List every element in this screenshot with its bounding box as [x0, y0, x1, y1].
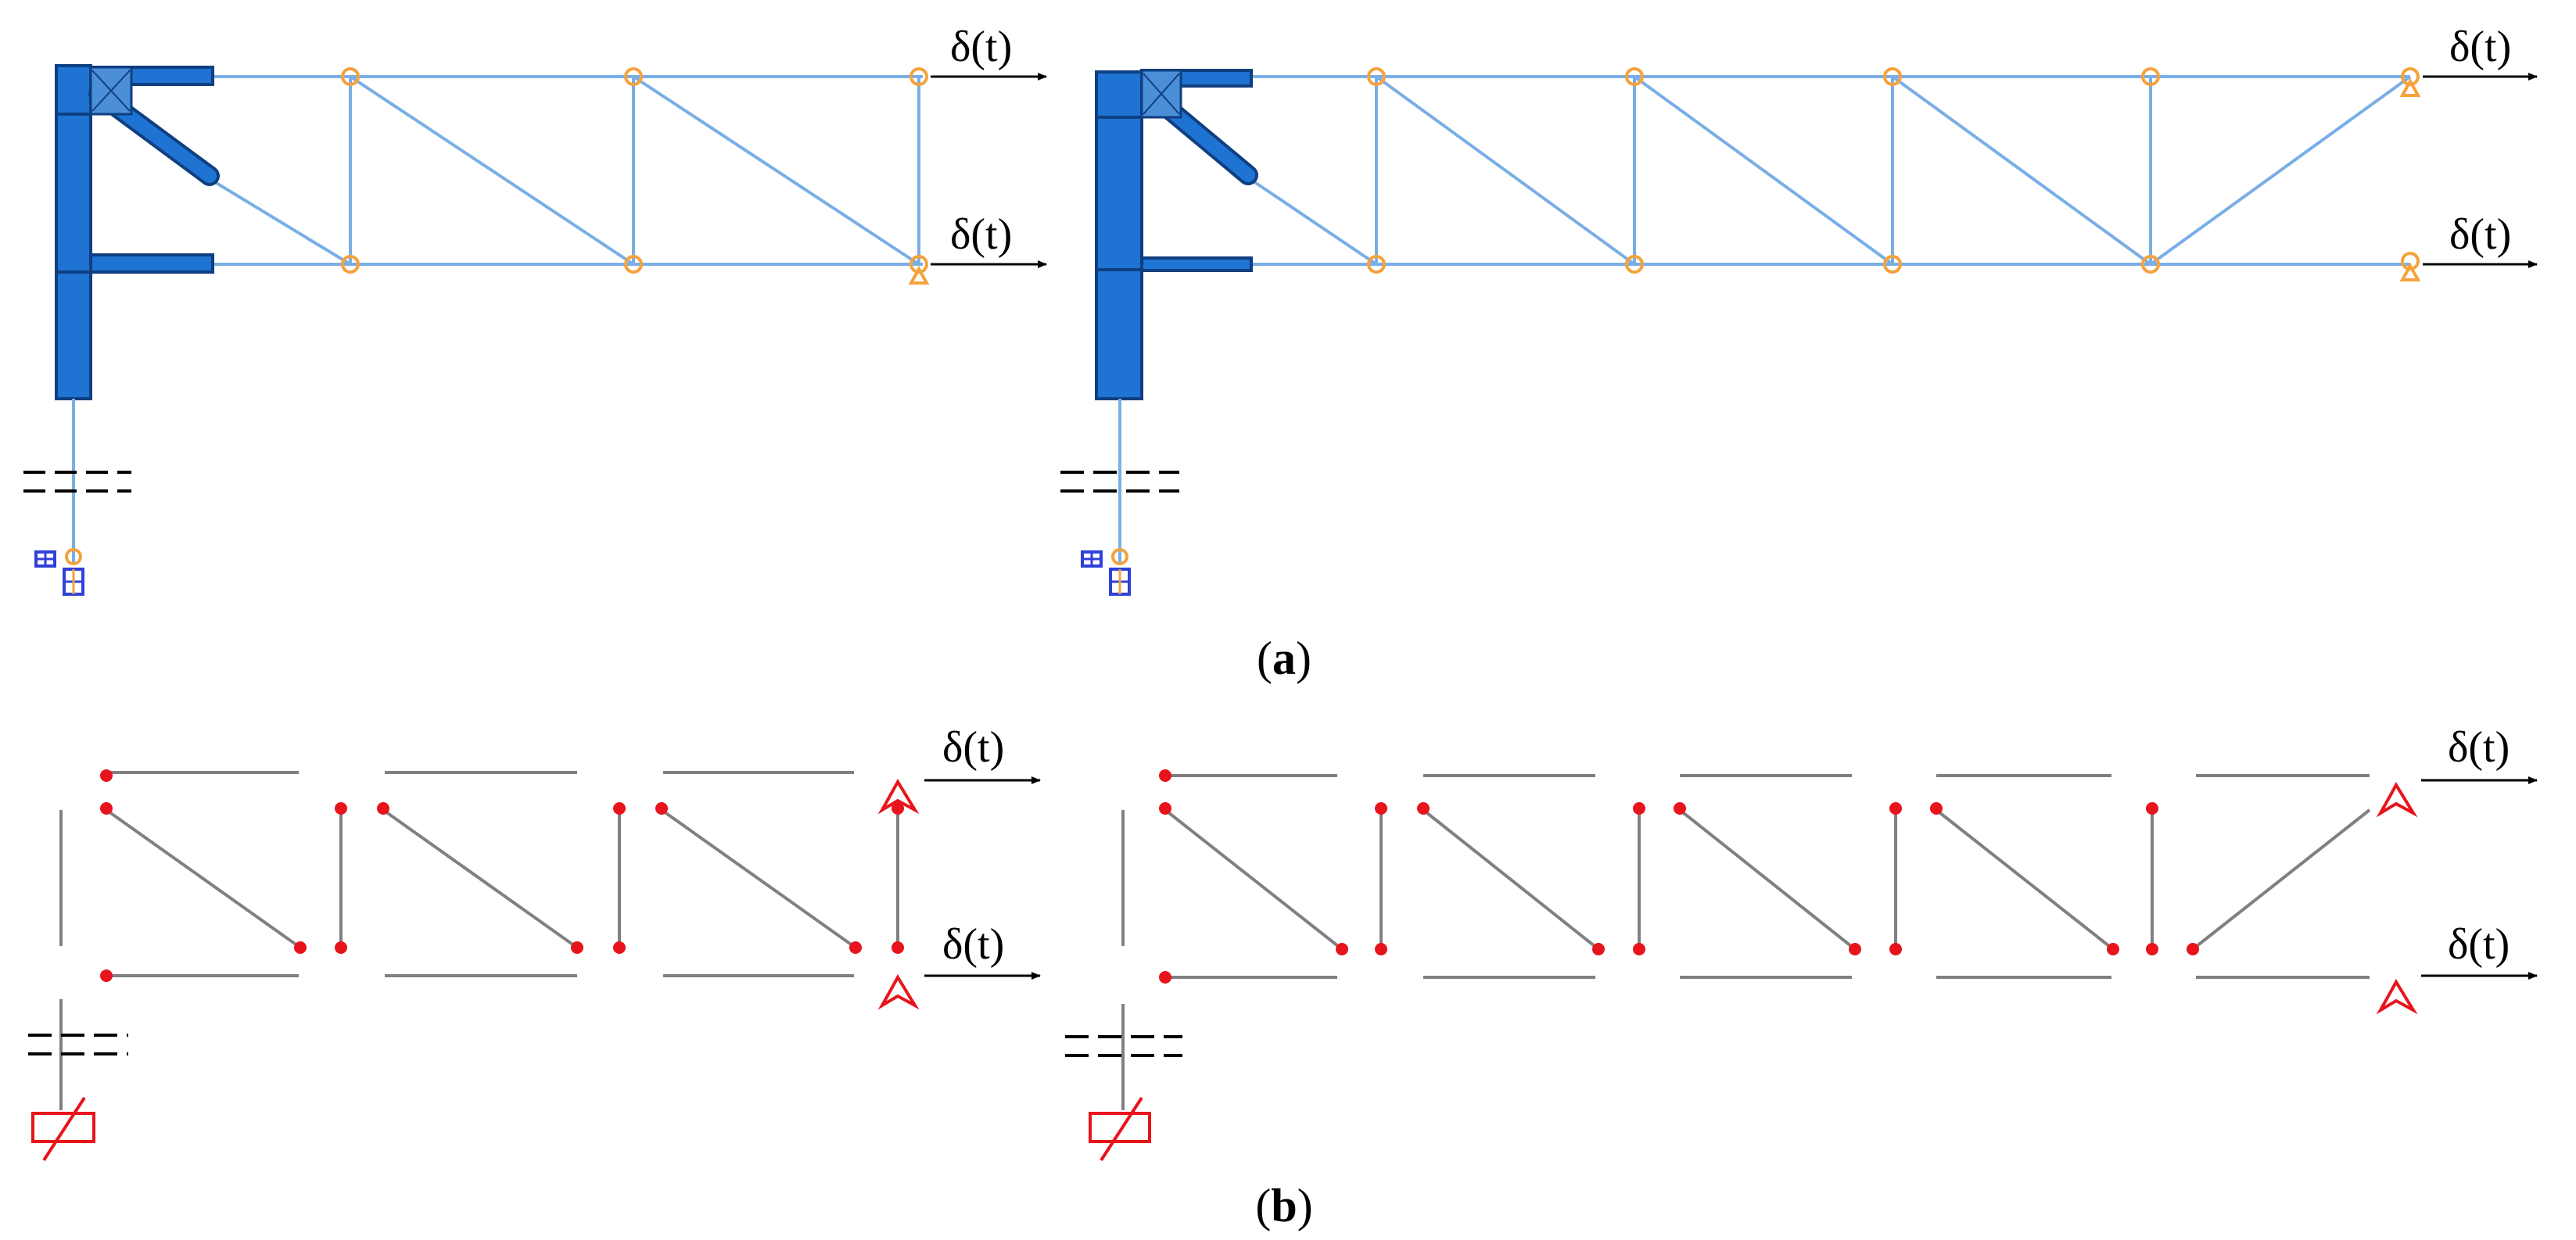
- joint-icon: [1367, 255, 1386, 274]
- load-label: δ(t): [942, 920, 1004, 969]
- joint-icon: [341, 67, 360, 86]
- analytical-members: [59, 771, 899, 1110]
- truss-joints: [341, 67, 930, 285]
- hinge-node: [892, 941, 904, 954]
- joint-icon: [1625, 67, 1644, 86]
- column-base: [23, 399, 131, 596]
- hinge-node: [2146, 943, 2158, 955]
- hinge-node: [1633, 802, 1645, 815]
- hinge-node: [100, 802, 113, 815]
- truss-members: [210, 75, 923, 266]
- hinge-node: [613, 802, 626, 815]
- joint-icon: [2141, 67, 2160, 86]
- rotational-spring-icon: [1089, 1096, 1151, 1162]
- joint-icon: [341, 255, 360, 274]
- column-base: [1060, 399, 1179, 596]
- hinge-node: [1633, 943, 1645, 955]
- hinge-node: [294, 941, 307, 954]
- joint-icon: [1883, 67, 1902, 86]
- hinge-node: [1159, 971, 1171, 984]
- joint-icon: [1883, 255, 1902, 274]
- joint-icon: [1367, 67, 1386, 86]
- hinge-node: [335, 941, 347, 954]
- joint-icon: [1625, 255, 1644, 274]
- base-break-marks: [1065, 1035, 1182, 1057]
- support-icon: [2376, 979, 2418, 1015]
- hinge-node: [377, 802, 389, 815]
- hinge-node: [100, 969, 113, 982]
- hinge-node: [1930, 802, 1943, 815]
- panel-b-left: δ(t) δ(t): [28, 723, 1041, 1162]
- load-arrows: δ(t) δ(t): [931, 23, 1047, 268]
- load-arrows: δ(t) δ(t): [2423, 23, 2538, 268]
- load-label: δ(t): [2449, 23, 2511, 71]
- load-label: δ(t): [2449, 210, 2511, 259]
- hinge-node: [1375, 943, 1387, 955]
- hinge-node: [1674, 802, 1686, 815]
- hinge-node: [1889, 943, 1902, 955]
- hinge-node: [655, 802, 668, 815]
- joint-icon: [624, 255, 643, 274]
- caption-a: (a): [1257, 633, 1311, 684]
- fixed-support-icon: [1081, 548, 1131, 596]
- load-label: δ(t): [942, 723, 1004, 772]
- hinge-node: [100, 769, 113, 782]
- joint-icon: [624, 67, 643, 86]
- support-icon: [2376, 782, 2418, 818]
- steel-column: [1095, 69, 1258, 400]
- hinge-node: [849, 941, 862, 954]
- hinge-node: [1592, 943, 1605, 955]
- truss-members: [1250, 75, 2412, 266]
- hinge-node: [1159, 802, 1171, 815]
- hinge-node: [1375, 802, 1387, 815]
- truss-joints: [1367, 67, 2421, 281]
- support-icon: [877, 974, 920, 1010]
- support-icons: [877, 779, 920, 1010]
- roller-support-icon: [2399, 77, 2421, 97]
- rotational-spring-icon: [31, 1096, 95, 1162]
- hinge-node: [1159, 769, 1171, 782]
- hinge-node: [1889, 802, 1902, 815]
- hinge-node: [2146, 802, 2158, 815]
- joint-icon: [909, 67, 928, 86]
- hinge-node: [2107, 943, 2119, 955]
- support-icons: [2376, 782, 2418, 1015]
- caption-b: (b): [1255, 1180, 1312, 1231]
- hinge-node: [571, 941, 583, 954]
- hinge-node: [1417, 802, 1430, 815]
- panel-b-right: δ(t) δ(t): [1065, 723, 2538, 1162]
- hinge-node: [613, 941, 626, 954]
- hinge-node: [335, 802, 347, 815]
- analytical-members: [1121, 774, 2371, 1110]
- load-label: δ(t): [950, 23, 1012, 71]
- hinge-node: [1849, 943, 1861, 955]
- load-label: δ(t): [2448, 920, 2510, 969]
- analytical-nodes: [1159, 769, 2199, 984]
- roller-support-icon: [2399, 262, 2421, 281]
- steel-column: [55, 64, 220, 400]
- hinge-node: [2187, 943, 2199, 955]
- base-break-marks: [28, 1034, 128, 1055]
- support-icon: [877, 779, 920, 815]
- analytical-nodes: [100, 769, 904, 982]
- roller-support-icon: [908, 265, 930, 285]
- load-arrows: δ(t) δ(t): [924, 723, 1041, 980]
- panel-a-right: δ(t) δ(t): [1060, 23, 2538, 596]
- hinge-node: [892, 802, 904, 815]
- load-arrows: δ(t) δ(t): [2421, 723, 2538, 980]
- fixed-support-icon: [34, 548, 84, 596]
- panel-a-left: δ(t) δ(t): [23, 23, 1047, 596]
- load-label: δ(t): [2448, 723, 2510, 772]
- joint-icon: [2141, 255, 2160, 274]
- hinge-node: [1336, 943, 1348, 955]
- load-label: δ(t): [950, 210, 1012, 259]
